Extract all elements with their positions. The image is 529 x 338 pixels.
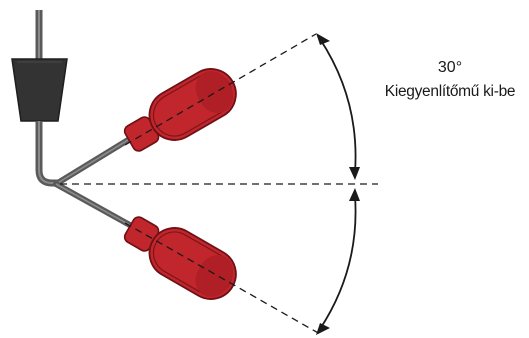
float-switch-lower-icon: [123, 216, 237, 300]
angle-arc-lower: [316, 188, 360, 335]
cable-plug-icon: [11, 58, 68, 122]
upper-axis-line: [124, 33, 317, 146]
angle-arc-upper: [316, 33, 360, 180]
lower-axis-line: [124, 222, 321, 335]
caption-label: Kiegyenlítőmű ki-be: [384, 83, 516, 100]
float-switch-upper-icon: [123, 68, 237, 152]
angle-label: 30°: [437, 59, 463, 76]
